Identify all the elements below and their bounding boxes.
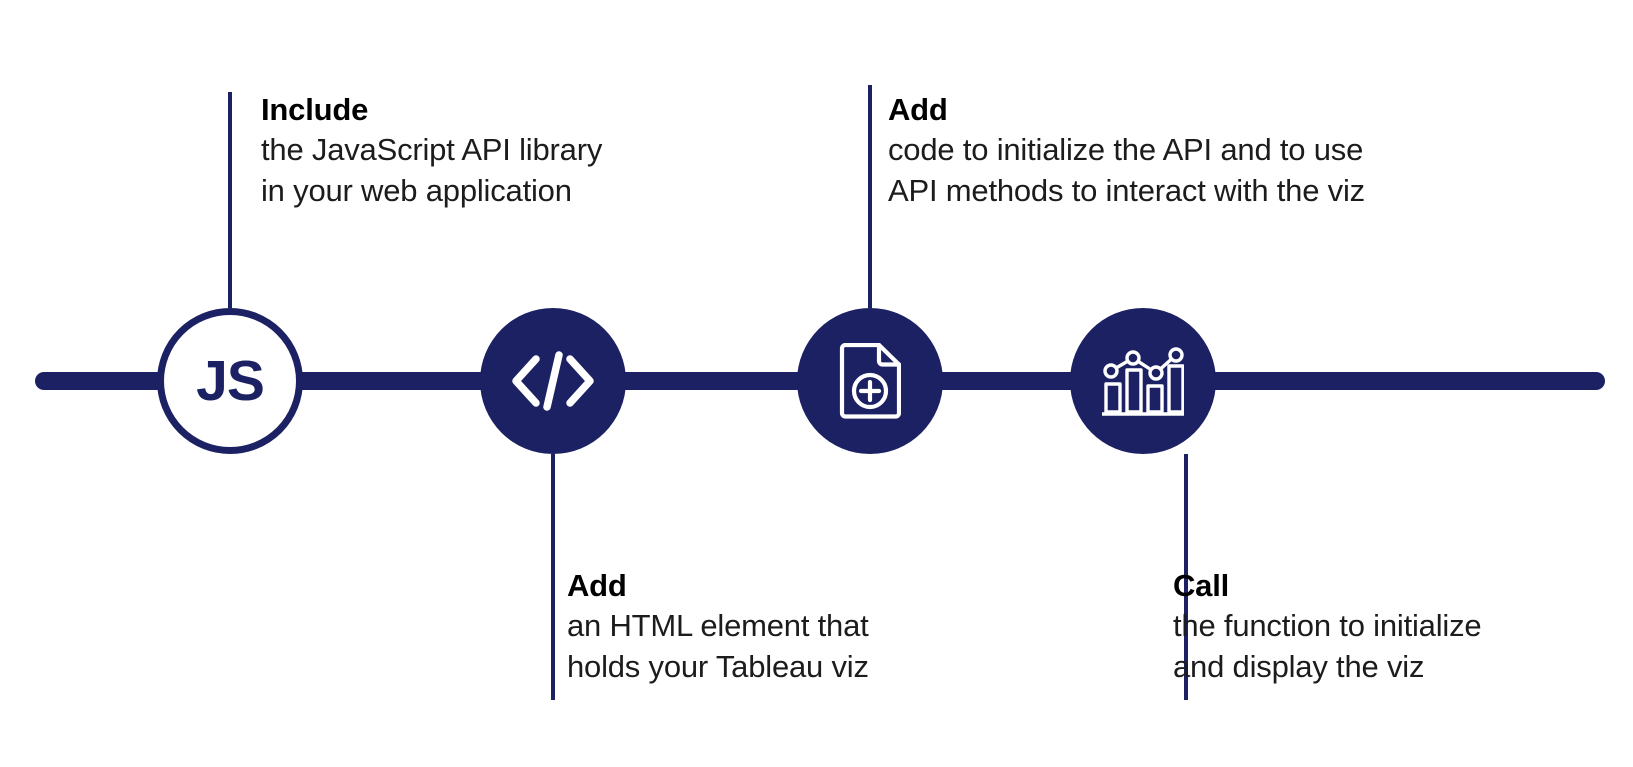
callout-add-code-title: Add xyxy=(888,92,948,127)
callout-call-title: Call xyxy=(1173,568,1230,603)
callout-call-line-2: and display the viz xyxy=(1173,649,1425,685)
callout-call-line-1: the function to initialize xyxy=(1173,608,1482,644)
document-add-icon xyxy=(839,343,901,419)
connector-line-include xyxy=(228,92,232,308)
node-js[interactable]: JS xyxy=(157,308,303,454)
callout-add-code: Add code to initialize the API and to us… xyxy=(888,90,1365,212)
callout-include-line-1: the JavaScript API library xyxy=(261,132,603,168)
connector-line-call xyxy=(1184,454,1188,700)
node-chart[interactable] xyxy=(1070,308,1216,454)
bar-line-chart-icon xyxy=(1102,342,1184,420)
connector-line-add-code xyxy=(868,85,872,308)
callout-call: Call the function to initialize and disp… xyxy=(1173,566,1482,688)
callout-add-html-line-1: an HTML element that xyxy=(567,608,869,644)
callout-add-html-title: Add xyxy=(567,568,627,603)
code-brackets-icon xyxy=(510,347,596,415)
js-badge-icon: JS xyxy=(196,348,265,413)
callout-include-title: Include xyxy=(261,92,369,127)
callout-add-code-line-2: API methods to interact with the viz xyxy=(888,173,1365,209)
node-document-add[interactable] xyxy=(797,308,943,454)
callout-add-code-line-1: code to initialize the API and to use xyxy=(888,132,1364,168)
callout-include: Include the JavaScript API library in yo… xyxy=(261,90,602,212)
node-code[interactable] xyxy=(480,308,626,454)
callout-include-line-2: in your web application xyxy=(261,173,572,209)
callout-add-html-line-2: holds your Tableau viz xyxy=(567,649,869,685)
connector-line-add-html xyxy=(551,454,555,700)
callout-add-html: Add an HTML element that holds your Tabl… xyxy=(567,566,869,688)
